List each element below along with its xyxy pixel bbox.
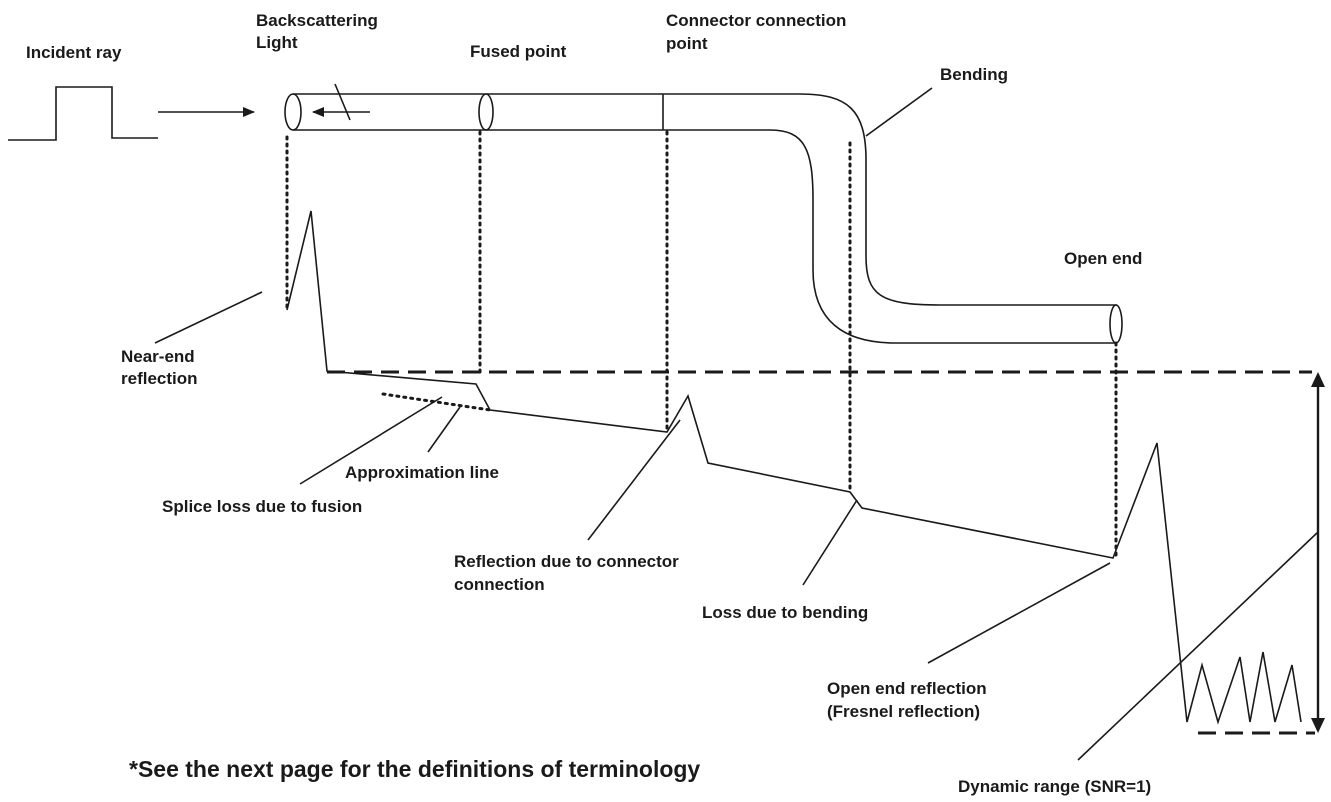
- leader-open-end-reflection: [927, 562, 1111, 664]
- label-splice-loss: Splice loss due to fusion: [162, 497, 362, 516]
- label-incident-ray: Incident ray: [26, 43, 122, 62]
- label-fused-point: Fused point: [470, 42, 567, 61]
- dynamic-range-arrowhead-bottom: [1311, 718, 1325, 733]
- label-connector-point: point: [666, 34, 708, 53]
- leader-bending: [865, 87, 933, 137]
- leader-reflection-connector: [587, 419, 681, 541]
- label-connector-connection: Connector connection: [666, 11, 846, 30]
- open-end-marker: [1109, 304, 1123, 344]
- label-near-end-reflection: reflection: [121, 369, 198, 388]
- label-reflection-connector: Reflection due to connector: [454, 552, 679, 571]
- label-dynamic-range: Dynamic range (SNR=1): [958, 777, 1151, 796]
- leader-approximation: [427, 406, 461, 453]
- label-open-end: Open end: [1064, 249, 1142, 268]
- label-bending: Bending: [940, 65, 1008, 84]
- dynamic-range-arrowhead-top: [1311, 372, 1325, 387]
- label-backscattering-light: Light: [256, 33, 298, 52]
- label-fresnel-reflection: (Fresnel reflection): [827, 702, 980, 721]
- label-approximation-line: Approximation line: [345, 463, 499, 482]
- fiber-entrance: [284, 93, 302, 131]
- label-loss-bending: Loss due to bending: [702, 603, 868, 622]
- leader-splice: [299, 396, 443, 485]
- leader-loss-bending: [802, 499, 858, 586]
- leader-near-end: [154, 291, 263, 344]
- label-near-end: Near-end: [121, 347, 195, 366]
- approximation-line: [381, 392, 492, 412]
- otdr-trace: [286, 210, 1302, 725]
- footnote: *See the next page for the definitions o…: [129, 756, 700, 782]
- leader-backscattering: [334, 83, 351, 121]
- label-open-end-reflection: Open end reflection: [827, 679, 987, 698]
- fiber-tube: [293, 93, 1117, 344]
- fused-point-marker: [478, 93, 494, 131]
- incident-pulse: [8, 86, 158, 141]
- label-reflection-connector-2: connection: [454, 575, 545, 594]
- label-backscattering: Backscattering: [256, 11, 378, 30]
- leader-dynamic-range: [1077, 531, 1319, 761]
